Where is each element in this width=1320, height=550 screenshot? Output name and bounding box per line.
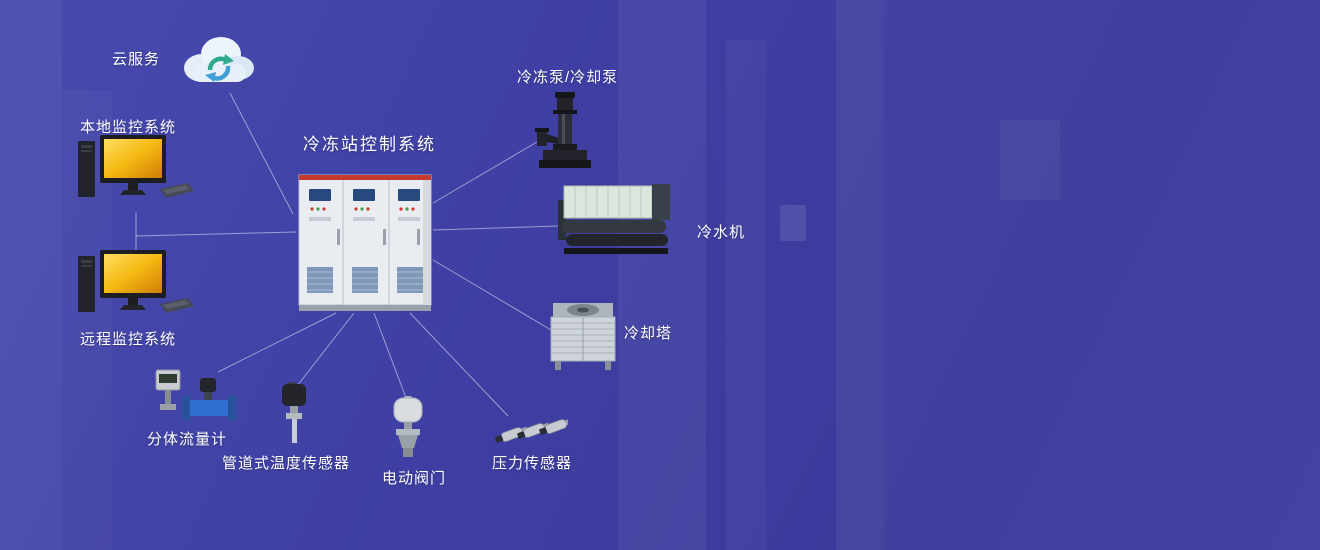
valve-node bbox=[386, 396, 430, 460]
cooling-tower-icon bbox=[550, 303, 616, 370]
local-monitor-node bbox=[72, 133, 194, 211]
chiller-node bbox=[558, 182, 676, 258]
pump-label: 冷冻泵/冷却泵 bbox=[517, 69, 619, 86]
flow-meter-node bbox=[148, 366, 240, 424]
flow-meter-icon bbox=[155, 369, 236, 420]
chiller-icon bbox=[558, 184, 670, 254]
remote-monitor-label: 远程监控系统 bbox=[80, 331, 177, 348]
chiller-label: 冷水机 bbox=[697, 224, 746, 241]
flow-meter-label: 分体流量计 bbox=[147, 431, 228, 448]
valve-label: 电动阀门 bbox=[382, 470, 447, 487]
pump-icon bbox=[535, 92, 591, 168]
control-station-node bbox=[297, 167, 433, 313]
pump-node bbox=[531, 90, 599, 172]
temp-sensor-node bbox=[276, 382, 314, 448]
cloud-service-node bbox=[176, 26, 260, 92]
cooling-tower-node bbox=[547, 299, 619, 373]
control-cabinet-icon bbox=[298, 174, 432, 311]
pressure-sensor-node bbox=[490, 408, 568, 450]
computer-icon bbox=[78, 250, 194, 313]
temperature-sensor-icon bbox=[282, 382, 306, 443]
pressure-sensor-label: 压力传感器 bbox=[492, 455, 573, 472]
cooling-tower-label: 冷却塔 bbox=[624, 325, 673, 342]
cloud-icon bbox=[184, 37, 254, 82]
local-monitor-label: 本地监控系统 bbox=[80, 119, 177, 136]
computer-icon bbox=[78, 135, 194, 198]
temp-sensor-label: 管道式温度传感器 bbox=[222, 455, 351, 472]
remote-monitor-node bbox=[72, 248, 194, 326]
pressure-sensor-icon bbox=[493, 416, 568, 446]
cloud-service-label: 云服务 bbox=[112, 51, 161, 68]
control-station-label: 冷冻站控制系统 bbox=[303, 135, 436, 154]
valve-icon bbox=[393, 396, 423, 457]
